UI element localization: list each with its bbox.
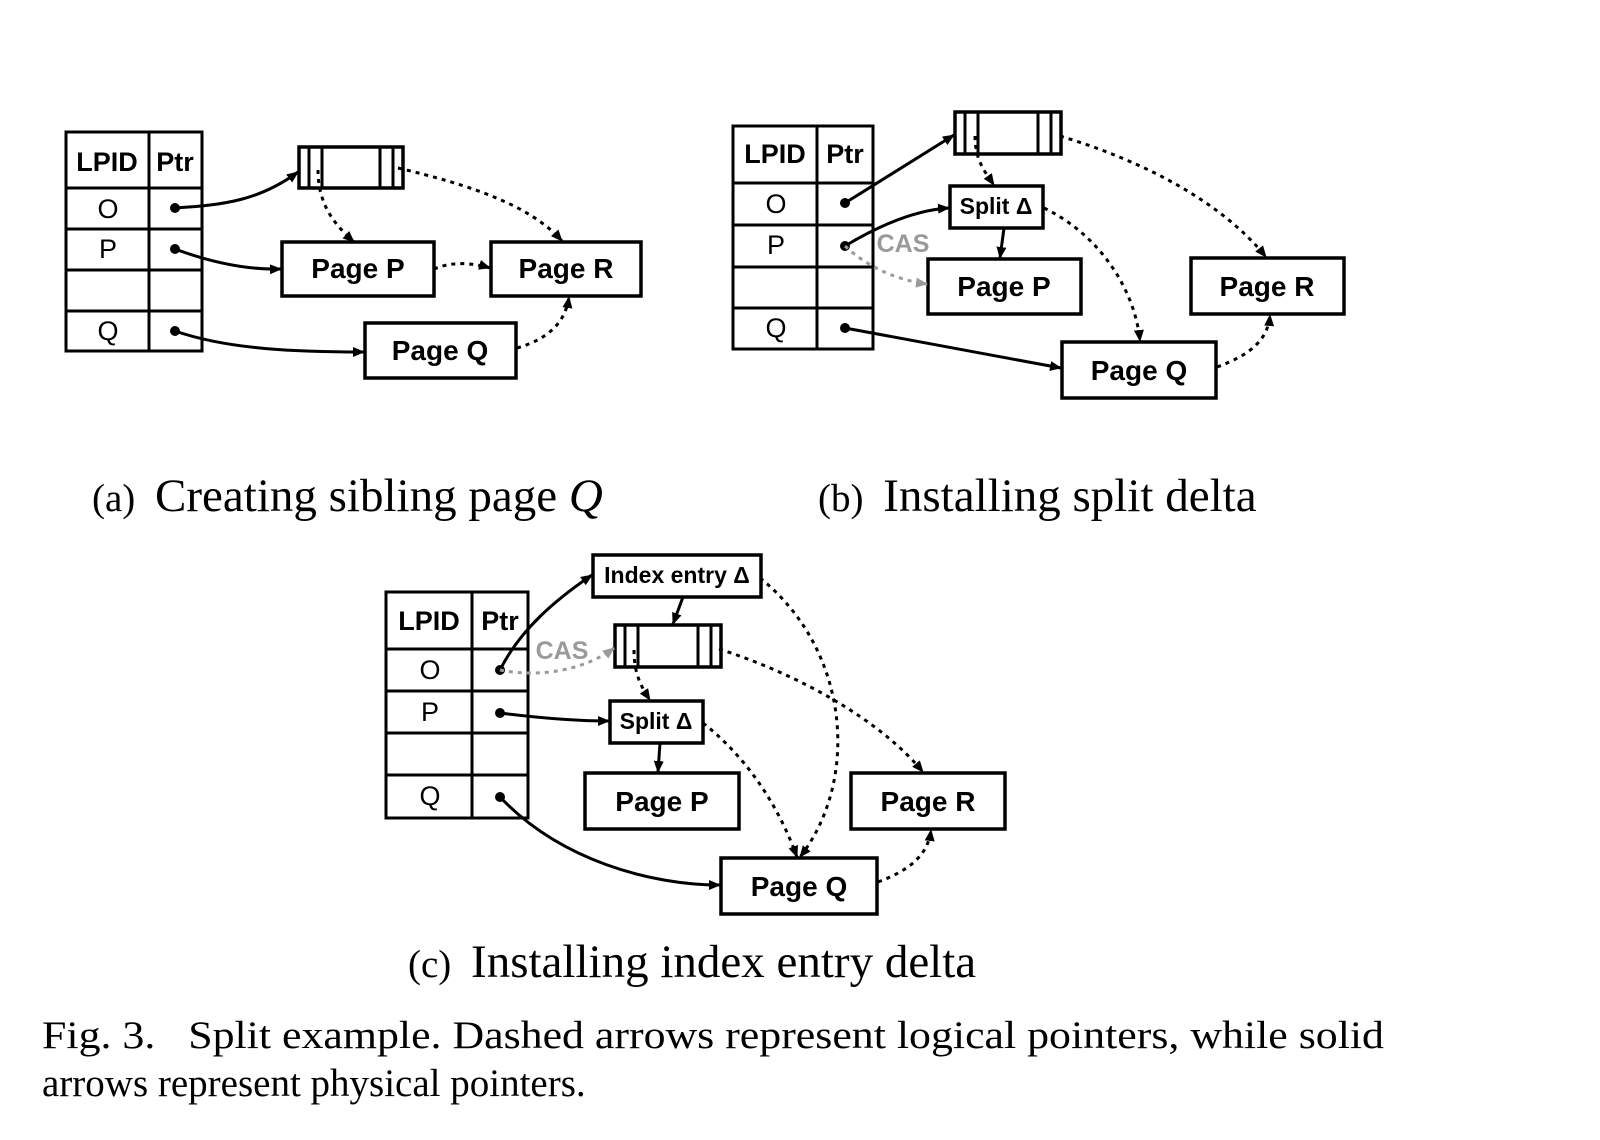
- table-row-lpid-o: O: [97, 194, 118, 224]
- table-row-lpid-p: P: [99, 234, 117, 264]
- base-page-node-a: [297, 145, 405, 190]
- svg-text:Page P: Page P: [311, 253, 404, 284]
- cas-old-pointer-p-b: [843, 244, 928, 288]
- subcaption-a-text: Creating sibling page: [155, 470, 569, 522]
- page-p-c: Page P: [583, 771, 741, 831]
- pointer-p-to-split-b: [844, 203, 950, 248]
- svg-text:Page Q: Page Q: [751, 871, 847, 902]
- table-row-lpid-p: P: [421, 697, 439, 727]
- logical-base-to-split-b: [973, 135, 996, 186]
- svg-text:Split Δ: Split Δ: [620, 708, 693, 734]
- base-page-node-b: [953, 110, 1063, 156]
- svg-text:Page R: Page R: [881, 786, 976, 817]
- physical-index-to-base-c: [671, 596, 685, 625]
- svg-text:(a) Creating sibling pag: (a) Creating sibling page Q: [92, 470, 603, 522]
- subfigure-c: LPID Ptr O P Q Index entry Δ Split Δ P: [384, 553, 1007, 916]
- subcaption-b-tag: (b): [818, 477, 863, 520]
- logical-base-to-page-r-c: [718, 647, 925, 773]
- svg-text:Page P: Page P: [957, 271, 1050, 302]
- table-header-ptr: Ptr: [826, 139, 864, 169]
- logical-base-to-page-r-b: [1059, 134, 1268, 258]
- table-header-ptr: Ptr: [156, 147, 194, 177]
- logical-page-q-to-page-r-c: [877, 829, 935, 884]
- svg-text:Page R: Page R: [519, 253, 614, 284]
- logical-split-to-page-q-c: [702, 721, 799, 858]
- subcaption-b: (b) Installing split delta: [818, 470, 1257, 522]
- page-q-c: Page Q: [719, 856, 879, 916]
- table-header-lpid: LPID: [76, 147, 138, 177]
- caption-line-2: arrows represent physical pointers.: [42, 1062, 586, 1105]
- svg-text:Page P: Page P: [615, 786, 708, 817]
- table-header-lpid: LPID: [398, 606, 460, 636]
- subcaption-a: (a) Creating sibling page Q: [92, 470, 603, 522]
- logical-page-q-to-page-r-a: [516, 296, 573, 350]
- page-r-a: Page R: [489, 240, 643, 298]
- physical-split-to-page-p-b: [996, 227, 1007, 259]
- split-delta-c: Split Δ: [608, 699, 705, 745]
- logical-page-p-to-page-r-a: [433, 260, 491, 271]
- subcaption-c-text: Installing index entry delta: [471, 936, 976, 988]
- subcaption-a-var: Q: [569, 470, 603, 522]
- logical-base-to-page-p-a: [316, 169, 356, 244]
- pointer-p-to-split-c: [499, 711, 610, 726]
- page-q-a: Page Q: [363, 321, 518, 380]
- pointer-o-to-base-b: [844, 133, 955, 205]
- svg-text:Split Δ: Split Δ: [960, 193, 1033, 219]
- pointer-q-to-page-q-a: [174, 329, 365, 357]
- base-page-node-c: [613, 623, 723, 669]
- table-row-lpid-o: O: [765, 189, 786, 219]
- page-r-c: Page R: [849, 771, 1007, 831]
- subfigure-a: LPID Ptr O P Q Page P Page R Page Q: [64, 130, 643, 380]
- table-row-lpid-q: Q: [419, 781, 440, 811]
- index-entry-delta-c: Index entry Δ: [591, 553, 763, 599]
- svg-text:Index entry Δ: Index entry Δ: [604, 562, 750, 588]
- page-q-b: Page Q: [1060, 340, 1218, 400]
- pointer-q-to-page-q-b: [844, 326, 1062, 371]
- table-row-lpid-q: Q: [765, 313, 786, 343]
- caption-line-1: Fig. 3. Split example. Dashed arrows rep…: [42, 1014, 1385, 1057]
- subfigure-b: LPID Ptr O P Q Split Δ Page P Page R: [731, 110, 1346, 400]
- figure-caption: Fig. 3. Split example. Dashed arrows rep…: [42, 1014, 1385, 1105]
- svg-text:(b) Installing split del: (b) Installing split delta: [818, 470, 1257, 522]
- cas-label-b: CAS: [877, 230, 930, 258]
- logical-split-to-page-q-b: [1043, 206, 1144, 342]
- page-p-a: Page P: [280, 240, 436, 298]
- svg-text:Page R: Page R: [1220, 271, 1315, 302]
- table-header-lpid: LPID: [744, 139, 806, 169]
- table-row-lpid-o: O: [419, 655, 440, 685]
- split-delta-b: Split Δ: [948, 184, 1045, 230]
- logical-base-to-split-c: [632, 649, 652, 701]
- cas-label-c: CAS: [536, 637, 589, 665]
- subcaption-c: (c) Installing index entry delta: [408, 936, 976, 988]
- pointer-o-to-index-entry-c: [498, 573, 593, 671]
- table-header-ptr: Ptr: [481, 606, 519, 636]
- physical-split-to-page-p-c: [653, 742, 664, 773]
- mapping-table-b: LPID Ptr O P Q: [731, 124, 875, 351]
- svg-text:Page Q: Page Q: [392, 335, 488, 366]
- svg-text:(c) Installing index ent: (c) Installing index entry delta: [408, 936, 976, 988]
- pointer-p-to-page-p-a: [174, 247, 282, 275]
- page-r-b: Page R: [1189, 256, 1346, 316]
- table-row-lpid-p: P: [767, 230, 785, 260]
- subcaption-a-tag: (a): [92, 477, 135, 520]
- pointer-q-to-page-q-c: [498, 795, 721, 890]
- svg-text:Page Q: Page Q: [1091, 355, 1187, 386]
- pointer-o-to-base-a: [174, 170, 299, 210]
- mapping-table-c: LPID Ptr O P Q: [384, 590, 530, 820]
- mapping-table-a: LPID Ptr O P Q: [64, 130, 204, 353]
- subcaption-c-tag: (c): [408, 943, 451, 986]
- logical-index-to-page-q-c: [759, 576, 840, 858]
- logical-page-q-to-page-r-b: [1216, 314, 1275, 369]
- table-row-lpid-q: Q: [97, 316, 118, 346]
- page-p-b: Page P: [926, 257, 1083, 316]
- subcaption-b-text: Installing split delta: [883, 470, 1256, 522]
- logical-base-to-page-r-a: [397, 166, 564, 242]
